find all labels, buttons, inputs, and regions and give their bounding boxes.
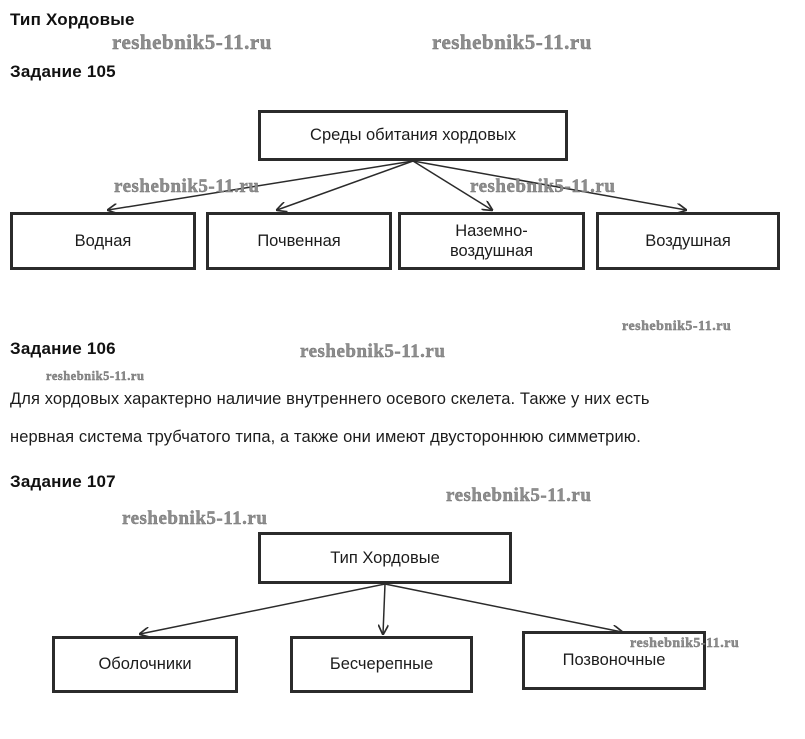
watermark-wm8: reshebnik5-11.ru: [446, 485, 592, 506]
node-107-bescherepnye: Бесчерепные: [290, 636, 473, 693]
node-105-nazemno-vozdushnaya-label: Наземно- воздушная: [444, 221, 539, 261]
node-105-vozdushnaya: Воздушная: [596, 212, 780, 270]
task-heading-105: Задание 105: [10, 62, 116, 81]
task-heading-107: Задание 107: [10, 472, 116, 491]
node-105-pochvennaya-label: Почвенная: [257, 231, 341, 250]
node-root-107: Тип Хордовые: [258, 532, 512, 584]
watermark-wm9: reshebnik5-11.ru: [122, 508, 268, 529]
node-root-105-label: Среды обитания хордовых: [310, 126, 516, 145]
watermark-wm1: reshebnik5-11.ru: [112, 30, 272, 54]
node-107-pozvonochnye-label: Позвоночные: [562, 651, 666, 670]
watermark-wm3: reshebnik5-11.ru: [114, 176, 260, 197]
node-107-obolochniki: Оболочники: [52, 636, 238, 693]
node-105-pochvennaya: Почвенная: [206, 212, 392, 270]
answer-106-line-1: Для хордовых характерно наличие внутренн…: [10, 390, 650, 408]
answer-106-line-2: нервная система трубчатого типа, а также…: [10, 428, 641, 446]
arrow-107-3: [384, 583, 622, 632]
arrow-105-2: [277, 160, 414, 210]
node-107-obolochniki-label: Оболочники: [98, 655, 192, 674]
arrow-107-2: [383, 583, 385, 634]
watermark-wm6: reshebnik5-11.ru: [300, 341, 446, 362]
arrow-107-1: [140, 583, 386, 634]
watermark-wm10: reshebnik5-11.ru: [630, 636, 740, 651]
node-105-nazemno-vozdushnaya: Наземно- воздушная: [398, 212, 585, 270]
task-heading-106: Задание 106: [10, 339, 116, 358]
node-107-bescherepnye-label: Бесчерепные: [329, 655, 434, 674]
node-105-line2: воздушная: [449, 242, 534, 260]
node-105-vodnaya: Водная: [10, 212, 196, 270]
watermark-wm2: reshebnik5-11.ru: [432, 30, 592, 54]
node-105-line1: Наземно-: [455, 221, 528, 240]
node-105-vozdushnaya-label: Воздушная: [645, 231, 731, 250]
node-105-vodnaya-label: Водная: [74, 231, 132, 250]
node-root-105: Среды обитания хордовых: [258, 110, 568, 161]
node-107-pozvonochnye: Позвоночные: [522, 631, 706, 690]
watermark-wm4: reshebnik5-11.ru: [470, 176, 616, 197]
watermark-wm7: reshebnik5-11.ru: [46, 369, 145, 383]
page-title: Тип Хордовые: [10, 10, 135, 29]
node-root-107-label: Тип Хордовые: [330, 548, 440, 567]
watermark-wm5: reshebnik5-11.ru: [622, 319, 732, 334]
